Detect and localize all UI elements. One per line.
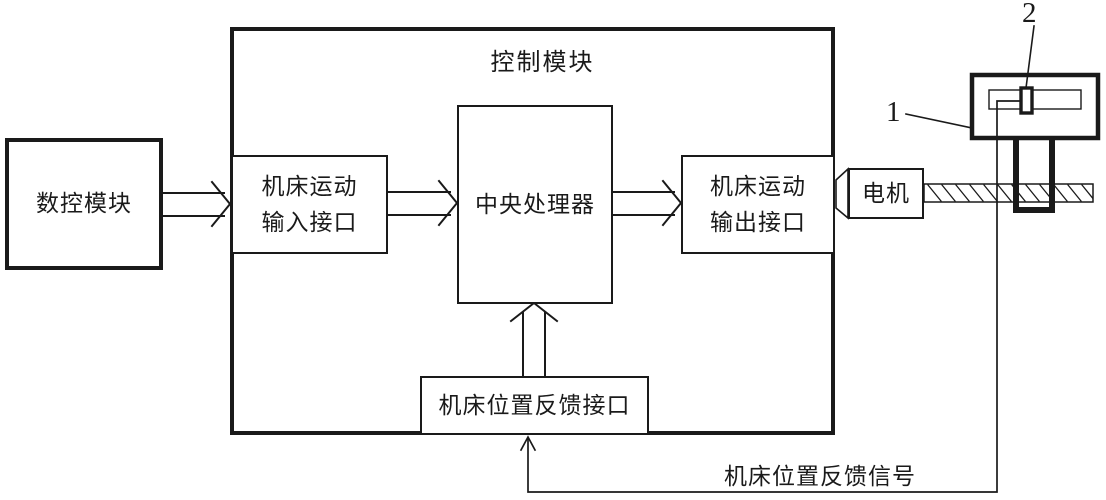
feedback-interface-label: 机床位置反馈接口: [438, 392, 631, 418]
input-interface-line2: 输入接口: [261, 209, 358, 235]
input-interface-line1: 机床运动: [261, 173, 358, 199]
cpu-label: 中央处理器: [475, 191, 595, 217]
cnc-module-label: 数控模块: [36, 191, 132, 217]
ball-screw-shaft: [923, 183, 1094, 203]
shaft-hatching: [927, 184, 1093, 202]
output-interface-line2: 输出接口: [710, 209, 806, 235]
cpu-box: 中央处理器: [457, 105, 613, 304]
output-interface-line1: 机床运动: [710, 173, 806, 199]
arrow-cnc-to-input: [162, 180, 232, 228]
input-interface-box: 机床运动 输入接口: [231, 155, 388, 254]
feedback-line-arrowhead: [519, 435, 537, 452]
feedback-signal-label: 机床位置反馈信号: [724, 464, 916, 489]
output-interface-box: 机床运动 输出接口: [681, 155, 835, 254]
sensor-block: [1019, 86, 1034, 115]
motor-box: 电机: [848, 168, 924, 219]
scale-slot: [988, 89, 1082, 110]
feedback-signal-line: [519, 100, 1022, 493]
nut-bracket: [1013, 136, 1055, 213]
leader-line-part2: [1025, 25, 1035, 89]
part-label-1: 1: [886, 96, 901, 128]
feedback-interface-box: 机床位置反馈接口: [420, 376, 649, 435]
cnc-module-box: 数控模块: [5, 138, 163, 270]
motor-label: 电机: [862, 180, 910, 206]
control-module-title: 控制模块: [490, 50, 595, 76]
scale-unit: [969, 72, 1101, 141]
part-label-2: 2: [1022, 0, 1037, 29]
leader-line-part1: [905, 113, 973, 129]
motor-coupling: [835, 167, 849, 220]
